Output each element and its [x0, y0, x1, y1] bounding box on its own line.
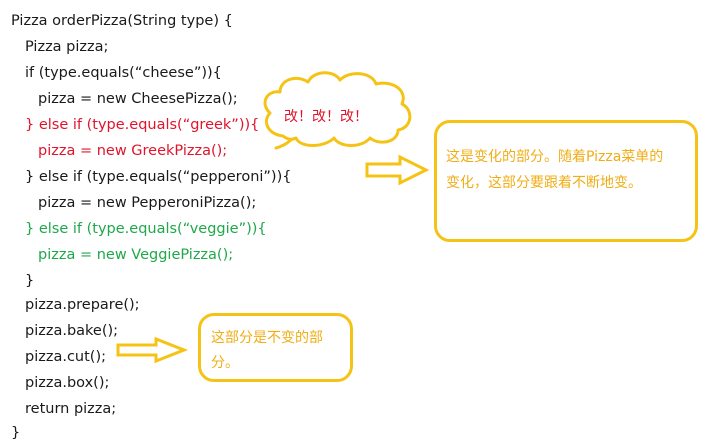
thought-cloud: [263, 71, 412, 150]
callout-box-changing: [434, 120, 698, 242]
code-line-new-greek: pizza = new GreekPizza();: [38, 143, 228, 159]
code-line-new-veggie: pizza = new VeggiePizza();: [38, 247, 234, 263]
callout-changing-line-2: 变化，这部分要跟着不断地变。: [446, 175, 642, 191]
callout-unchanging-line-1: 这部分是不变的部: [211, 330, 323, 346]
code-line-bake: pizza.bake();: [25, 323, 119, 339]
callout-unchanging-line-2: 分。: [211, 355, 239, 371]
code-line-prepare: pizza.prepare();: [25, 297, 140, 313]
arrow-right-icon: [116, 336, 189, 364]
callout-changing-line-1: 这是变化的部分。随着Pizza菜单的: [446, 149, 664, 165]
code-line-if-cheese: if (type.equals(“cheese”)){: [25, 65, 222, 81]
arrow-right-icon: [365, 154, 430, 186]
code-line-declare: Pizza pizza;: [25, 39, 109, 55]
cloud-label: 改！改！改！: [284, 109, 368, 125]
code-line-box: pizza.box();: [25, 375, 110, 391]
code-line-if-veggie: } else if (type.equals(“veggie”)){: [25, 221, 267, 237]
code-line-close-if: }: [25, 273, 35, 289]
code-line-signature: Pizza orderPizza(String type) {: [11, 13, 233, 29]
code-line-new-pepperoni: pizza = new PepperoniPizza();: [38, 195, 257, 211]
code-line-return: return pizza;: [25, 401, 117, 417]
code-line-if-greek: } else if (type.equals(“greek”)){: [25, 117, 260, 133]
code-line-close-method: }: [11, 425, 21, 441]
callout-box-unchanging: [198, 313, 353, 382]
code-line-new-cheese: pizza = new CheesePizza();: [38, 91, 238, 107]
code-line-cut: pizza.cut();: [25, 349, 106, 365]
code-line-if-pepperoni: } else if (type.equals(“pepperoni”)){: [25, 169, 292, 185]
